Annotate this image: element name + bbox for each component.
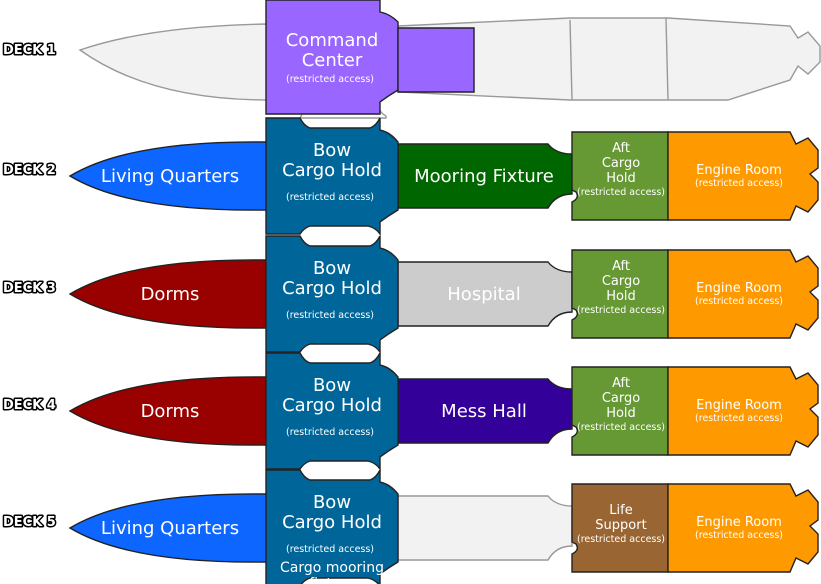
deck-1-stern-hull	[397, 17, 821, 101]
deck-5-center-room	[265, 469, 399, 584]
deck-4-bow-title: Dorms	[141, 401, 200, 422]
deck-3-engine-note: (restricted access)	[695, 296, 783, 307]
deck-2-center-note: (restricted access)	[286, 192, 374, 203]
deck-3-mid-room	[397, 261, 573, 327]
deck-5-aft-note: (restricted access)	[577, 534, 665, 545]
deck-4-bow-room	[68, 376, 269, 446]
deck-5-bow-title: Living Quarters	[101, 518, 239, 539]
deck-3-engine-room	[667, 249, 819, 339]
deck-1-hull	[78, 23, 269, 101]
deck-5-label: DECK 5	[3, 515, 56, 530]
deck-4-label: DECK 4	[3, 398, 56, 413]
deck-2-bow-title: Living Quarters	[101, 166, 239, 187]
deck-4-center-room	[265, 352, 399, 472]
deck-3-mid-title: Hospital	[447, 284, 520, 305]
deck-3-aft-room	[571, 249, 669, 339]
deck-2-aft-note: (restricted access)	[577, 187, 665, 198]
deck-2-center-room	[265, 117, 399, 237]
deck-4-center-note: (restricted access)	[286, 427, 374, 438]
deck-5-engine-note: (restricted access)	[695, 530, 783, 541]
deck-4-mid-title: Mess Hall	[441, 401, 527, 422]
deck-2-engine-note: (restricted access)	[695, 178, 783, 189]
deck-3-center-room	[265, 235, 399, 355]
deck-2-label: DECK 2	[3, 163, 56, 178]
deck-3-label: DECK 3	[3, 281, 56, 296]
deck-4-engine-note: (restricted access)	[695, 413, 783, 424]
deck-5-mid-empty	[397, 495, 573, 561]
deck-2-mid-room	[397, 143, 573, 209]
deck-5-aft-room	[571, 483, 669, 573]
deck-5-engine-title: Engine Room	[696, 515, 782, 530]
deck-2-engine-room	[667, 131, 819, 221]
deck-3-bow-title: Dorms	[141, 284, 200, 305]
deck-1-center-note: (restricted access)	[286, 74, 374, 85]
deck-5-bow-room	[68, 493, 269, 563]
deck-2-bow-room	[68, 141, 269, 211]
deck-5-center-note: (restricted access)	[286, 544, 374, 555]
deck-1-label: DECK 1	[3, 43, 56, 58]
deck-2-mid-title: Mooring Fixture	[414, 166, 554, 187]
deck-2-engine-title: Engine Room	[696, 163, 782, 178]
deck-4-aft-room	[571, 366, 669, 456]
deck-1-center-annex	[397, 27, 475, 93]
deck-4-engine-room	[667, 366, 819, 456]
deck-5-engine-room	[667, 483, 819, 573]
deck-3-bow-room	[68, 259, 269, 329]
deck-3-center-note: (restricted access)	[286, 310, 374, 321]
deck-3-aft-note: (restricted access)	[577, 305, 665, 316]
deck-2-aft-room	[571, 131, 669, 221]
deck-4-engine-title: Engine Room	[696, 398, 782, 413]
deck-3-engine-title: Engine Room	[696, 281, 782, 296]
deck-4-aft-note: (restricted access)	[577, 422, 665, 433]
deck-4-mid-room	[397, 378, 573, 444]
